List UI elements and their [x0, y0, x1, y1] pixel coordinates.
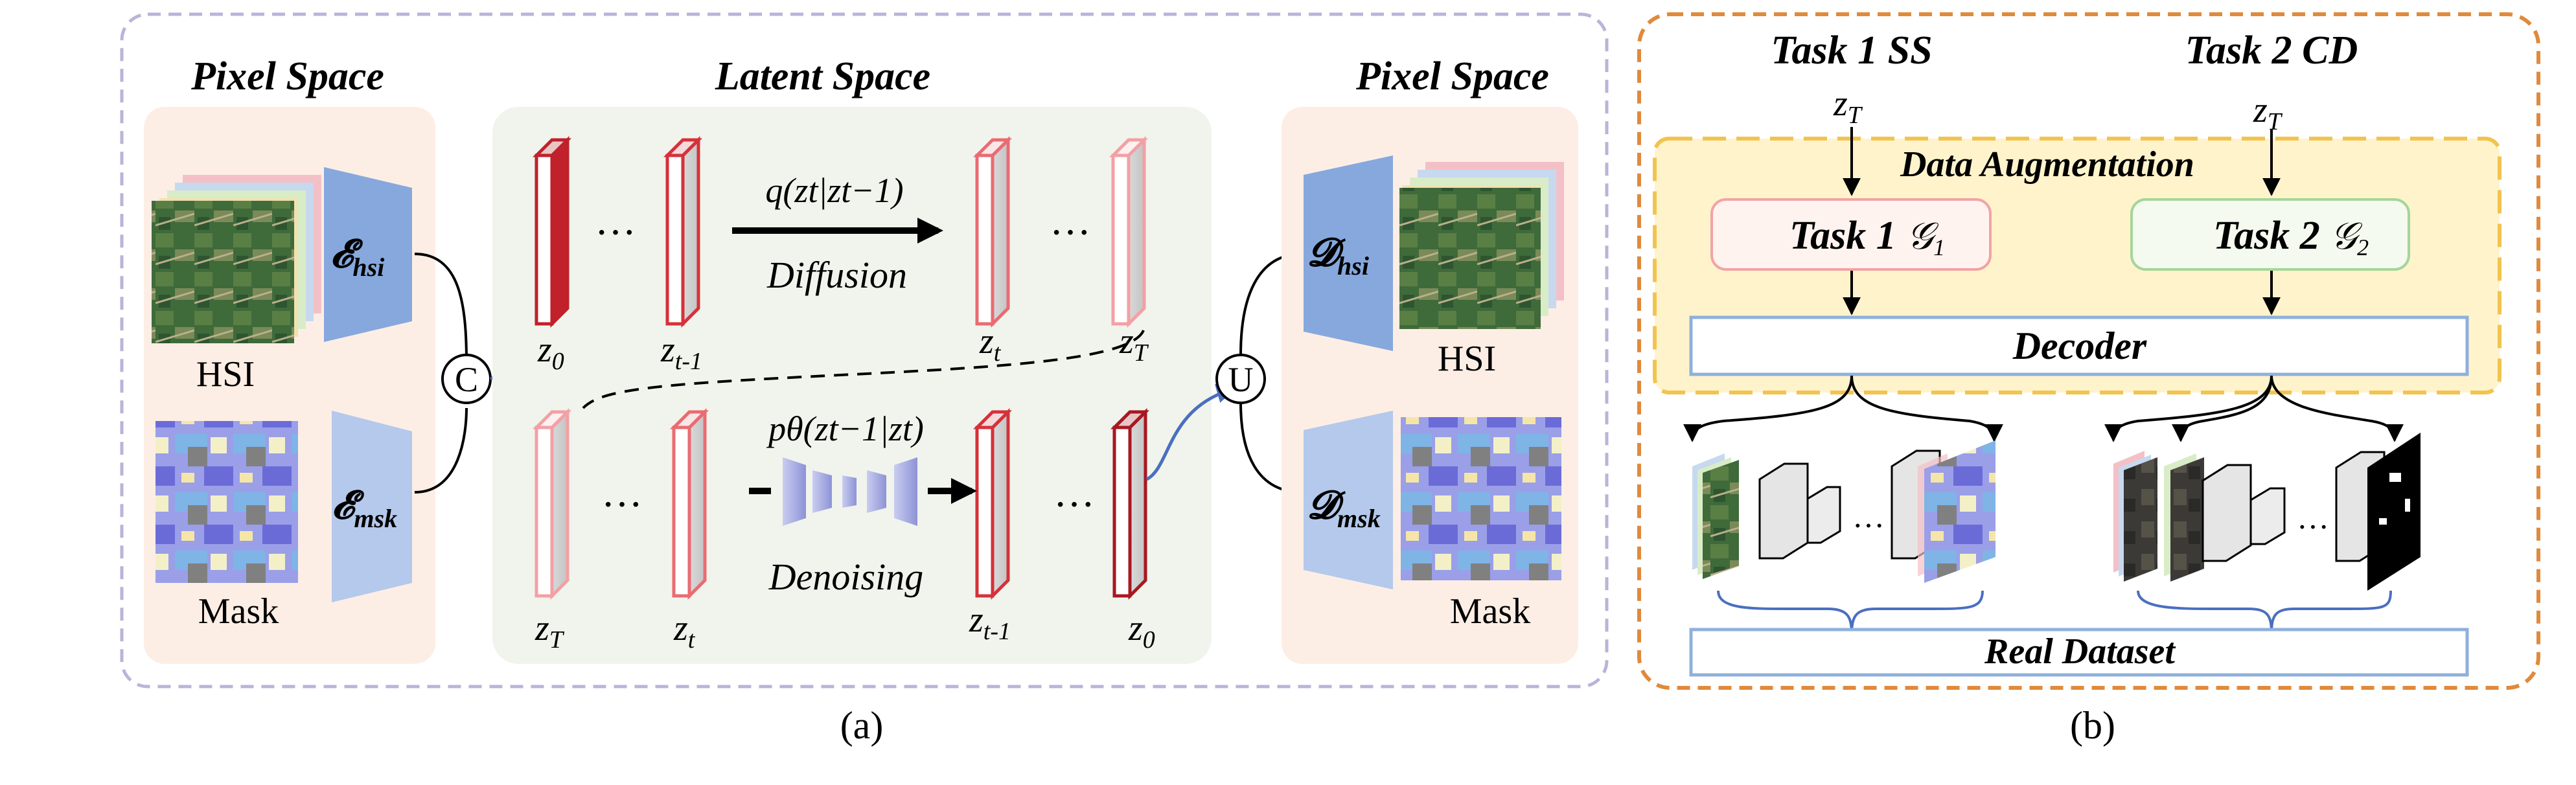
latent-zT-bottom: [532, 407, 572, 600]
dashed-connection: [582, 330, 1145, 409]
mask-image-left: [155, 421, 298, 583]
task1-image-stack: [1692, 453, 1739, 579]
latent-zT-top: [1109, 135, 1149, 328]
hsi-label-right: HSI: [1438, 339, 1496, 379]
real-dataset-bracket-2: [2137, 590, 2392, 634]
data-augmentation-label: Data Augmentation: [1900, 144, 2194, 185]
task1-ellipsis: ···: [1852, 507, 1885, 543]
task2-title: Task 2 CD: [2185, 28, 2358, 73]
latent-zt-bottom: [669, 407, 709, 600]
denoising-formula: pθ(zt−1|zt): [766, 409, 924, 448]
zt-input-task2: zT: [2253, 90, 2283, 135]
ellipsis-bottom-2: ···: [1053, 481, 1095, 527]
panel-b-border: [1637, 12, 2540, 690]
mask-image-right: [1401, 417, 1561, 580]
label-z0-bottom: z0: [1128, 608, 1155, 654]
task2-network-blocks: ···: [2202, 451, 2386, 562]
real-dataset-bracket: [1717, 590, 1984, 634]
label-zt-bottom: zt: [673, 608, 696, 654]
panel-b: Task 1 SS Task 2 CD zT zT Data Augmentat…: [1637, 12, 2540, 747]
decoder-hsi: [1304, 155, 1393, 351]
concat-symbol-text: C: [455, 360, 478, 399]
caption-b: (b): [2070, 704, 2115, 747]
label-zt-top: zt: [979, 321, 1002, 367]
diffusion-formula: q(zt|zt−1): [765, 171, 903, 210]
task1-title: Task 1 SS: [1771, 28, 1932, 73]
task2-mask-output: [2367, 433, 2421, 591]
encoder-msk: [332, 411, 412, 602]
latent-z0-top: [532, 135, 572, 328]
hsi-image-stack-right: [1399, 162, 1564, 329]
pixel-space-right-title: Pixel Space: [1355, 54, 1549, 98]
encoder-hsi-to-concat-line: [414, 253, 468, 363]
panel-a: Pixel Space Latent Space Pixel Space HSI…: [120, 12, 1609, 747]
denoising-label: Denoising: [768, 556, 923, 598]
z0-to-union-arrow: [1145, 384, 1236, 481]
decoder-to-task1-mask-arrow: [1850, 375, 2003, 442]
label-zT-top: zT: [1119, 321, 1149, 367]
latent-space-title: Latent Space: [715, 54, 930, 98]
latent-z0-bottom: [1110, 407, 1150, 600]
real-dataset-box: [1689, 628, 2469, 677]
label-z0-top: z0: [537, 330, 564, 375]
task2-box: [2130, 198, 2410, 271]
hsi-label-left: HSI: [196, 354, 255, 394]
ellipsis-top-2: ···: [1050, 209, 1091, 255]
latent-zt-1-top: [663, 135, 703, 328]
caption-a: (a): [840, 704, 884, 747]
task2-image-stack: [2113, 451, 2204, 582]
decoder-to-task2-image-arrow: [2104, 375, 2273, 442]
decoder-msk: [1304, 411, 1393, 589]
decoder-label: Decoder: [2012, 324, 2147, 367]
label-zT-bottom: zT: [535, 608, 565, 654]
panel-a-border: [120, 12, 1609, 688]
zt-input-task1: zT: [1833, 84, 1863, 129]
task1-network-blocks: ···: [1758, 449, 1941, 560]
hsi-image-stack-left: [152, 175, 321, 343]
task1-box: [1710, 198, 1992, 271]
label-zt-1-bottom: zt-1: [969, 600, 1011, 645]
encoder-hsi: [324, 167, 412, 342]
decoder-to-task1-image-arrow: [1683, 375, 1853, 442]
ellipsis-bottom-1: ···: [601, 481, 643, 527]
task2-ellipsis: ···: [2297, 508, 2329, 545]
mask-label-left: Mask: [198, 591, 279, 631]
real-dataset-label: Real Dataset: [1984, 631, 2176, 672]
latent-zt-top: [972, 135, 1013, 328]
ellipsis-top-1: ···: [595, 209, 636, 255]
decoder-hsi-label: 𝓓hsi: [1307, 231, 1369, 280]
union-symbol-text: U: [1228, 360, 1254, 399]
encoder-msk-to-concat-line: [414, 407, 468, 494]
mask-label-right: Mask: [1450, 591, 1530, 631]
decoder-to-task2-image2-arrow: [2172, 375, 2273, 442]
decoder-to-task2-mask-arrow: [2270, 375, 2404, 442]
task1-mask-output: [1918, 440, 1995, 583]
diffusion-label: Diffusion: [766, 254, 907, 296]
latent-zt-1-bottom: [972, 407, 1013, 600]
unet-icon: [783, 457, 917, 526]
label-zt-1-top: zt-1: [660, 330, 702, 375]
decoder-box: [1689, 315, 2469, 376]
pixel-space-left-title: Pixel Space: [190, 54, 384, 98]
